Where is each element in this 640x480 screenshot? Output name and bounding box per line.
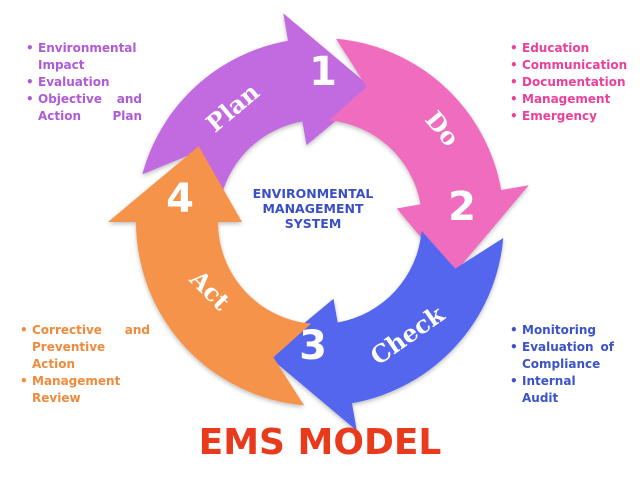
list-item: Environmental Impact (26, 40, 142, 74)
list-item: Communication (510, 57, 630, 74)
do-arrow (328, 38, 529, 276)
list-item: Evaluation of Compliance (510, 339, 614, 373)
page-title: EMS MODEL (198, 422, 442, 463)
center-label-line: ENVIRONMENTAL (252, 186, 374, 201)
list-item: Monitoring (510, 322, 614, 339)
act-number: 4 (166, 176, 194, 222)
list-item: Emergency (510, 108, 630, 125)
check-number: 3 (299, 323, 327, 369)
act-arrow (108, 146, 312, 406)
list-item: Internal Audit (510, 373, 614, 407)
list-item: Evaluation (26, 74, 142, 91)
center-label-line: SYSTEM (284, 216, 342, 231)
list-item: Objective and Action Plan (26, 91, 142, 125)
list-item: Documentation (510, 74, 630, 91)
list-item: Education (510, 40, 630, 57)
center-label-line: MANAGEMENT (262, 201, 364, 216)
plan-items-list: Environmental Impact Evaluation Objectiv… (26, 40, 142, 125)
act-items-list: Corrective and Preventive Action Managem… (20, 322, 150, 407)
list-item: Management Review (20, 373, 150, 407)
center-label: ENVIRONMENTAL MANAGEMENT SYSTEM (228, 186, 398, 231)
check-items-list: Monitoring Evaluation of Compliance Inte… (510, 322, 614, 407)
do-number: 2 (448, 184, 476, 230)
list-item: Corrective and Preventive Action (20, 322, 150, 373)
list-item: Management (510, 91, 630, 108)
plan-number: 1 (309, 49, 337, 95)
check-arrow (266, 230, 504, 431)
do-items-list: Education Communication Documentation Ma… (510, 40, 630, 125)
